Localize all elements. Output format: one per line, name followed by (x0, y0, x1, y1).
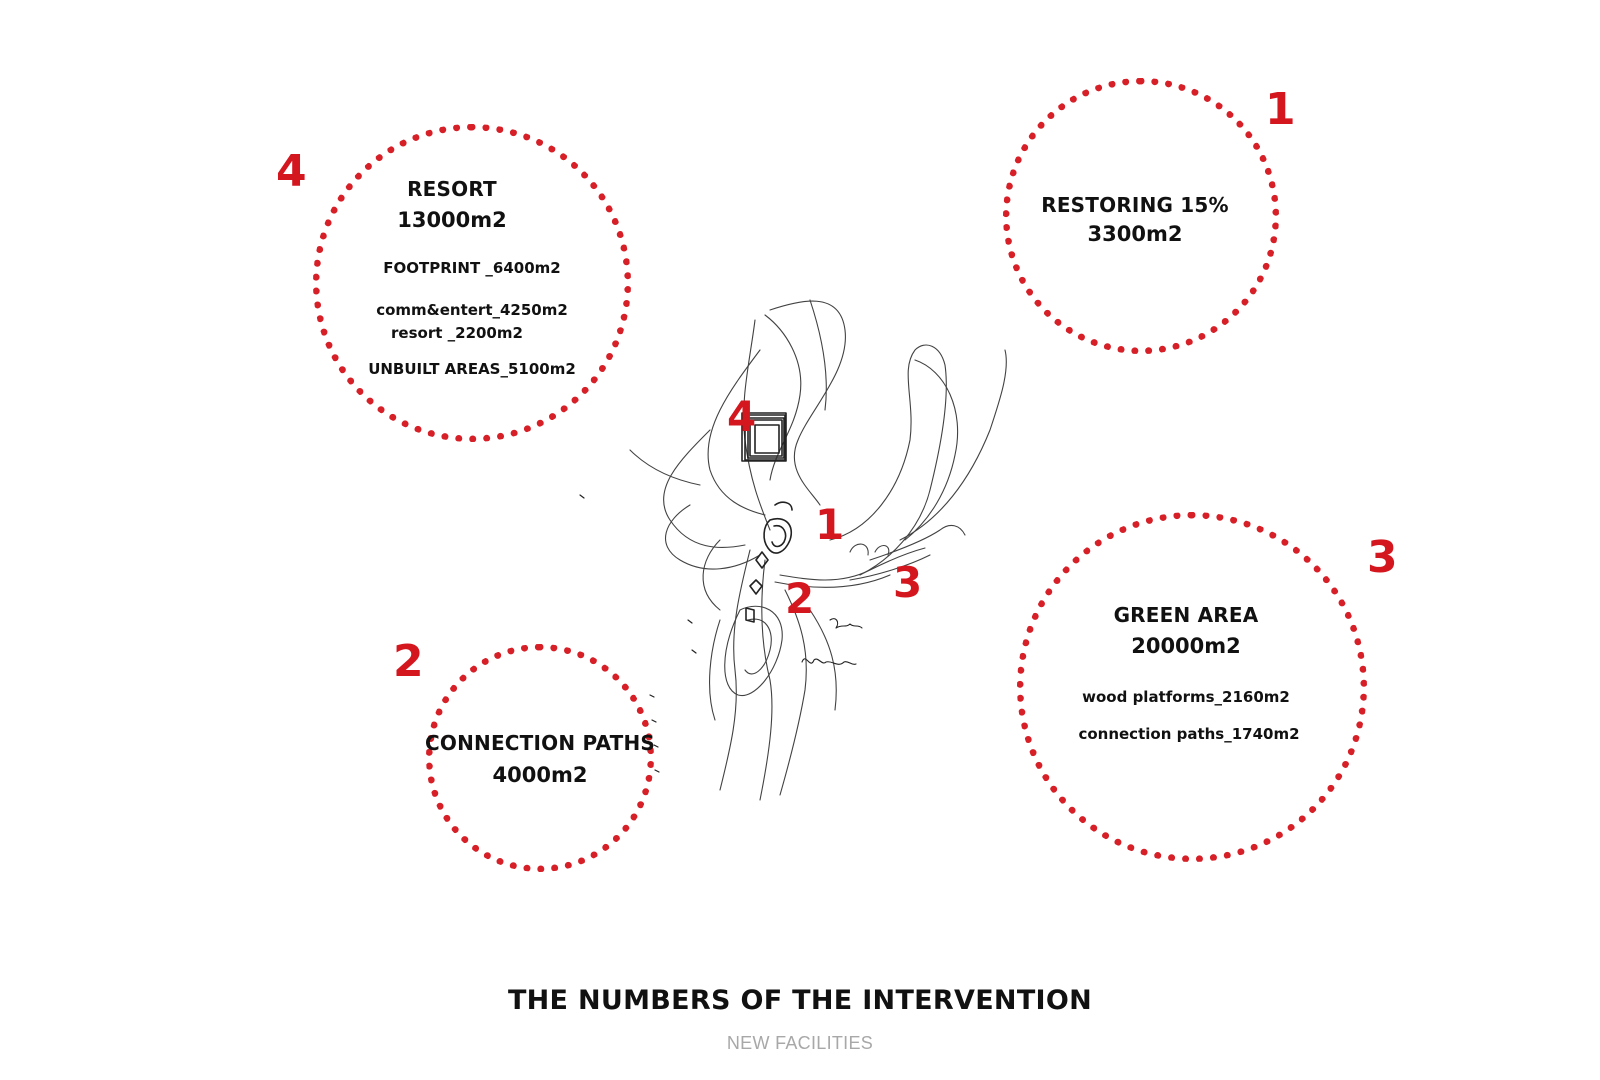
resort-number: 4 (276, 146, 307, 197)
sketch-label-1: 1 (815, 500, 845, 549)
page-subtitle: NEW FACILITIES (726, 1033, 874, 1053)
resort-unbuilt-areas: UNBUILT AREAS_5100m2 (368, 360, 576, 378)
restoring-number: 1 (1265, 84, 1296, 135)
sketch-label-2: 2 (785, 574, 815, 623)
paths-title: CONNECTION PATHS (424, 731, 656, 755)
resort-comm-entert: comm&entert_4250m2 (376, 301, 568, 319)
green-value: 20000m2 (1131, 634, 1241, 658)
restoring-title: RESTORING 15% (1041, 193, 1229, 217)
green-connection-paths: connection paths_1740m2 (1078, 725, 1300, 743)
resort-resort-area: resort _2200m2 (391, 324, 523, 342)
sketch-label-4: 4 (727, 392, 757, 441)
restoring-value: 3300m2 (1087, 222, 1183, 246)
green-circle: GREEN AREA 20000m2 wood platforms_2160m2… (1017, 512, 1367, 862)
paths-number: 2 (393, 636, 424, 687)
paths-circle: CONNECTION PATHS 4000m2 (425, 644, 655, 872)
paths-value: 4000m2 (492, 763, 588, 787)
restoring-circle: RESTORING 15% 3300m2 (1003, 78, 1279, 354)
resort-footprint: FOOTPRINT _6400m2 (383, 259, 561, 277)
hand-drawn-site-sketch-icon (579, 299, 1007, 801)
green-number: 3 (1367, 532, 1398, 583)
resort-value: 13000m2 (397, 208, 507, 232)
resort-title: RESORT (407, 177, 497, 201)
green-wood-platforms: wood platforms_2160m2 (1082, 688, 1290, 706)
page-title: THE NUMBERS OF THE INTERVENTION (507, 985, 1093, 1016)
green-title: GREEN AREA (1113, 603, 1259, 627)
resort-circle: RESORT 13000m2 FOOTPRINT _6400m2 comm&en… (313, 124, 631, 442)
sketch-label-3: 3 (893, 558, 923, 607)
